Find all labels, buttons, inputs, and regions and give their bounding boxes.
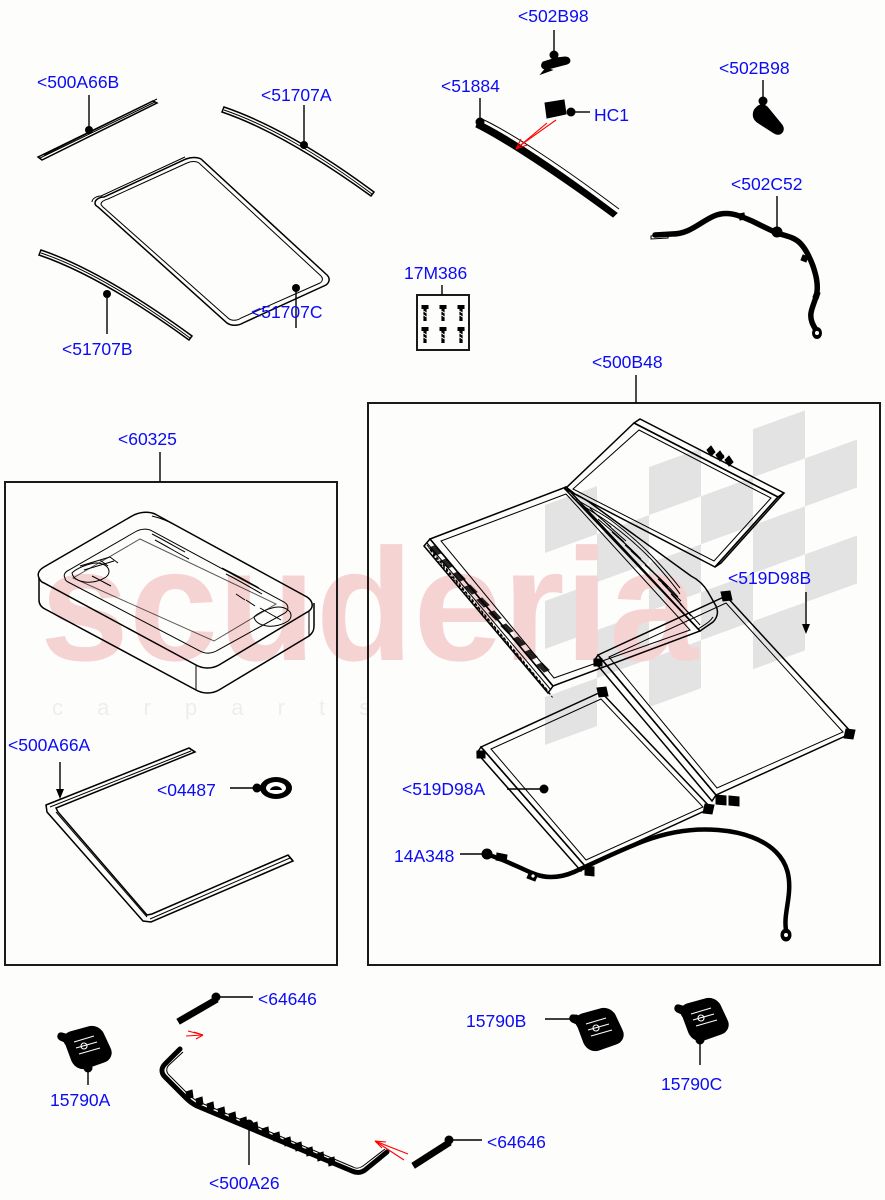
watermark-brand: scuderia: [40, 515, 699, 694]
leader-51707A: [300, 105, 308, 149]
label-hc1: HC1: [594, 105, 629, 125]
label-15790A: 15790A: [50, 1090, 111, 1110]
label-502C52: <502C52: [731, 174, 803, 194]
part-04487-grommet: [260, 777, 292, 799]
part-hc1-clip: [544, 99, 576, 119]
anchor-500A26: [244, 1119, 254, 1129]
part-519D98A-sunblind: [476, 686, 715, 877]
label-04487: <04487: [157, 780, 216, 800]
part-64646-plug-top: [176, 992, 221, 1025]
watermark-subtitle: c a r p a r t s: [52, 695, 384, 720]
label-64646-top: <64646: [258, 989, 317, 1009]
part-17M386-screw-pack: [416, 294, 470, 351]
label-14A348: 14A348: [394, 846, 454, 866]
part-500B48-roof-assembly: [423, 418, 786, 699]
label-64646-bottom: <64646: [487, 1132, 546, 1152]
part-14A348-wiring: [481, 827, 792, 942]
arrow-519D98B: [802, 624, 810, 634]
leader-51707C: [292, 284, 300, 328]
arrow-500A66A: [56, 789, 64, 799]
label-51707B: <51707B: [62, 339, 133, 359]
label-15790B: 15790B: [466, 1011, 526, 1031]
label-500A26: <500A26: [209, 1173, 280, 1193]
part-64646-plug-bottom: [411, 1135, 454, 1169]
pointer-64646-top-red: [185, 1030, 204, 1040]
label-500A66B: <500A66B: [37, 72, 119, 92]
anchor-04487: [252, 783, 262, 793]
part-500A66B-weatherstrip: [36, 98, 159, 161]
part-60325-roof-frame: [37, 511, 315, 694]
label-51707C: <51707C: [251, 302, 323, 322]
group-box-60325: [4, 481, 338, 966]
label-60325: <60325: [118, 429, 177, 449]
pointer-64646-bottom-red: [374, 1140, 409, 1161]
part-15790B-motor: [569, 1007, 624, 1052]
label-500A66A: <500A66A: [8, 735, 91, 755]
part-51707A-trim: [221, 106, 376, 198]
part-51707B-trim: [38, 249, 194, 342]
pointer-hc1-red: [515, 119, 557, 150]
anchor-15790B: [571, 1014, 581, 1024]
label-15790C: 15790C: [661, 1074, 722, 1094]
label-502B98-right: <502B98: [719, 58, 790, 78]
part-51707C-seal-frame: [91, 156, 330, 326]
label-500B48: <500B48: [592, 352, 663, 372]
label-519D98B: <519D98B: [728, 568, 811, 588]
part-502C52-harness: [650, 210, 822, 339]
group-box-500B48: [367, 402, 881, 966]
label-502B98-left: <502B98: [518, 6, 589, 26]
part-500A66A-seal: [45, 747, 295, 923]
label-51707A: <51707A: [261, 85, 332, 105]
part-15790A-motor: [57, 1025, 112, 1070]
leader-51707B: [103, 290, 111, 334]
part-519D98B-sunblind: [593, 590, 856, 807]
anchor-15790C: [695, 1035, 705, 1045]
part-500A26-drain-channel: [159, 1046, 390, 1175]
part-502B98-clip-right: [752, 96, 784, 135]
part-51884-guide-rail: [475, 118, 620, 218]
anchor-15790A: [83, 1063, 93, 1073]
part-15790C-motor: [674, 997, 729, 1042]
label-51884: <51884: [441, 76, 500, 96]
anchor-51884: [475, 117, 485, 127]
label-519D98A: <519D98A: [402, 779, 486, 799]
part-502B98-clip-left: [539, 50, 571, 76]
leader-500A66B: [85, 95, 93, 134]
label-17M386: 17M386: [404, 263, 467, 283]
anchor-519D98A: [539, 784, 549, 794]
